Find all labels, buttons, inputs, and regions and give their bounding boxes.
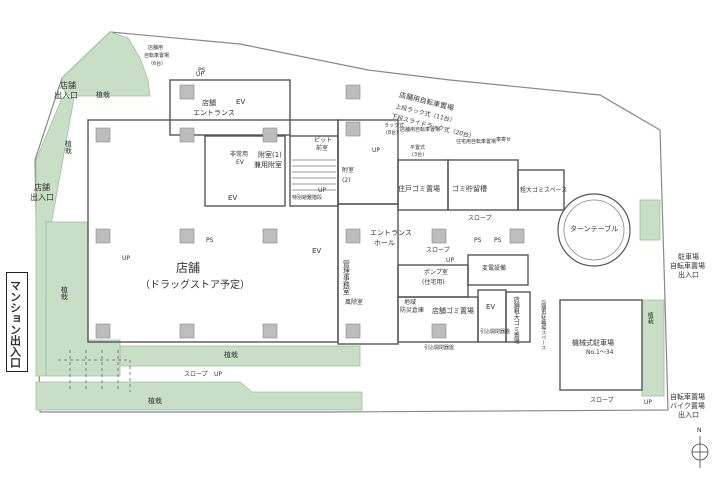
up-label-3: UP xyxy=(214,371,223,378)
transformer-label: 変電設備 xyxy=(482,265,507,272)
bike-entry-1: 自転車置場 xyxy=(670,393,705,401)
emergency-ev-label-2: EV xyxy=(236,159,244,166)
slope-label-4: スロープ xyxy=(590,397,614,404)
planting-bottom-mid xyxy=(119,345,361,367)
store-entrance-label-1: 店舗 xyxy=(202,99,216,107)
entrance-4-note: 引込開閉器盤 xyxy=(480,329,511,335)
garden-label-1: 植栽 xyxy=(96,91,110,99)
pump-room-label-1: ポンプ室 xyxy=(424,269,448,276)
ev-label-2: EV xyxy=(228,194,238,202)
garden-label-2: 植栽 xyxy=(224,351,238,359)
ante-room-2-label: 兼用附室 xyxy=(254,161,282,169)
accessways xyxy=(58,350,131,392)
garden-label-3: 植栽 xyxy=(148,397,162,405)
store-entrance-label-2: エントランス xyxy=(193,109,235,117)
car-entry-3: 出入口 xyxy=(678,271,699,279)
parking-area-note: 車寄せ xyxy=(496,137,512,143)
garden-label-4: 植栽 xyxy=(64,140,73,154)
ev-label-4: EV xyxy=(486,303,496,311)
mansion-entrance-box xyxy=(6,272,28,372)
store-bike-small-label: 店舗用自転車置場 xyxy=(400,127,441,133)
flat-label-2: (3台) xyxy=(412,152,425,158)
wind-room-label: 風除室 xyxy=(345,299,364,306)
up-label-7: UP xyxy=(644,399,653,406)
mansion-entry-label: マンション出入口 xyxy=(8,280,22,368)
pit-label-2: 前室 xyxy=(316,145,329,152)
planting-areas xyxy=(35,31,665,411)
rack-label-1: ラック式 xyxy=(384,123,405,129)
up-label-5: UP xyxy=(372,147,381,154)
entrance-3-note: 引込開閉器盤 xyxy=(424,345,455,351)
entrance-hall-label-2: ホール xyxy=(374,239,395,247)
bike-small-label-1: 店舗用 xyxy=(148,45,164,51)
ante-room-1-label: 附室(1) xyxy=(258,151,282,159)
planting-top-left xyxy=(61,31,151,97)
planting-right-top xyxy=(639,199,661,241)
store-entry-top-1: 店舗 xyxy=(60,81,76,90)
stair-label: 特別避難階段 xyxy=(292,195,323,201)
up-label-1: UP xyxy=(196,71,205,78)
planting-bottom-strip xyxy=(35,381,363,411)
walls xyxy=(87,79,643,391)
emergency-ev-label-1: 非常用 xyxy=(230,151,249,158)
turntable xyxy=(557,193,631,267)
pump-room-label-2: (住宅用) xyxy=(422,279,445,286)
disaster-label-1: 地域 xyxy=(404,299,417,306)
oversize-garbage-label: 店舗粗大ゴミ置場 xyxy=(512,296,520,344)
compass xyxy=(691,436,709,468)
disaster-label-2: 防災倉庫 xyxy=(400,307,425,314)
ante-room-3b-label: (2) xyxy=(342,177,351,184)
ev-label-3: EV xyxy=(312,247,322,255)
flat-label-1: 平置式 xyxy=(410,145,426,151)
parking-label-1: 機械式駐車場 xyxy=(572,339,614,347)
garden-label-6: 植栽 xyxy=(646,312,654,324)
ps-label-4: PS xyxy=(494,237,502,244)
slope-label-2: スロープ xyxy=(468,215,492,222)
up-label-2: UP xyxy=(122,255,131,262)
ps-label-3: PS xyxy=(474,237,482,244)
manager-office-label: 管理事務室 xyxy=(342,260,351,295)
bike-parking-note: 店舗用駐輪場スペース xyxy=(540,300,547,350)
stair xyxy=(292,159,336,191)
store-label: 店舗 xyxy=(176,261,201,275)
ev-label-1: EV xyxy=(236,98,246,106)
bike-small-label-3: （6台） xyxy=(148,61,167,67)
car-entry-1: 駐車場 xyxy=(678,253,699,261)
bike-entry-3: 出入口 xyxy=(678,411,699,419)
ps-label-1: PS xyxy=(198,67,206,74)
oversize-space-label: 粗大ゴミスペース xyxy=(520,187,568,194)
up-label-6: UP xyxy=(318,187,327,194)
up-label-4: UP xyxy=(446,257,455,264)
compass-label: N xyxy=(697,427,702,434)
rack-label-2: (8台) xyxy=(386,130,399,136)
car-entry-2: 自転車置場 xyxy=(670,262,705,270)
store-entry-top-2: 出入口 xyxy=(54,91,78,100)
store-sub-label: （ドラッグストア予定） xyxy=(140,280,250,291)
entrance-hall-label-1: エントランス xyxy=(370,229,412,237)
resident-bike-label: 住宅用自転車置場 xyxy=(456,139,497,145)
ps-label-2: PS xyxy=(206,237,214,244)
slope-label-3: スロープ xyxy=(426,247,450,254)
turntable-label: ターンテーブル xyxy=(570,225,619,233)
parking-label-2: No.1～34 xyxy=(586,349,614,356)
ante-room-3-label: 附室 xyxy=(342,167,355,174)
store-entry-left-1: 店舗 xyxy=(34,183,50,192)
site-boundary xyxy=(34,31,669,413)
pit-label-1: ピット xyxy=(314,137,333,144)
slope-label-1: スロープ xyxy=(184,371,208,378)
columns xyxy=(95,84,525,339)
store-garbage-label: 店舗ゴミ置場 xyxy=(432,307,474,315)
garden-label-5: 植栽 xyxy=(60,286,69,300)
resident-garbage-label: 住戸ゴミ置場 xyxy=(398,185,440,193)
store-entry-left-2: 出入口 xyxy=(30,193,54,202)
bike-small-label-2: 自転車置場 xyxy=(144,53,170,59)
bike-entry-2: バイク置場 xyxy=(670,402,705,410)
garbage-storage-label: ゴミ貯留槽 xyxy=(452,185,487,193)
